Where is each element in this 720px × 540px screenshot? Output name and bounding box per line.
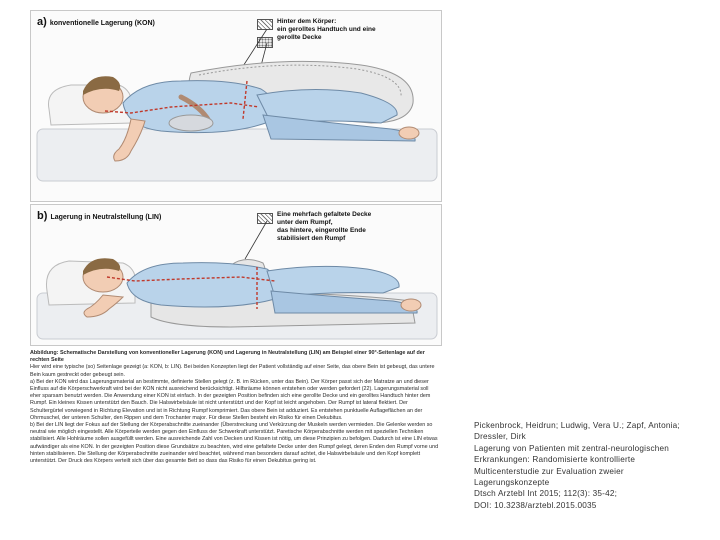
panel-b-title: Lagerung in Neutralstellung (LIN): [50, 214, 162, 221]
hatch-swatch-icon: [257, 19, 273, 30]
upper-leg-shape: [266, 265, 400, 298]
arm-shape: [83, 294, 125, 318]
caption-paragraph: Hier wird eine typische (so) Seitenlage …: [30, 364, 435, 378]
panel-b-legend-line: unter dem Rumpf,: [277, 219, 333, 226]
panel-b: b) Lagerung in Neutralstellung (LIN) Ein…: [30, 204, 442, 346]
citation-authors: Dressler, Dirk: [474, 432, 526, 442]
citation-journal: Dtsch Arztebl Int 2015; 112(3): 35-42;: [474, 489, 618, 499]
citation-doi: DOI: 10.3238/arztebl.2015.0035: [474, 500, 597, 510]
hair-shape: [83, 258, 121, 275]
hair-shape: [83, 76, 121, 95]
arm-shape: [113, 118, 146, 162]
panel-b-legend-line: das hintere, eingerollte Ende: [277, 227, 366, 234]
dots-swatch-icon: [257, 37, 273, 48]
panel-a-illustration: [36, 28, 438, 182]
foot-shape: [400, 298, 422, 312]
panel-a: a) konventionelle Lagerung (KON) Hinter …: [30, 10, 442, 202]
leader-line: [244, 220, 268, 260]
panel-b-letter: b): [37, 210, 48, 222]
caption-paragraph: a) Bei der KON wird das Lagerungsmateria…: [30, 378, 431, 421]
panel-b-label: b) Lagerung in Neutralstellung (LIN): [37, 210, 161, 222]
figure-caption: Abbildung: Schematische Darstellung von …: [30, 350, 440, 465]
lower-leg-shape: [270, 290, 418, 314]
panel-a-title: konventionelle Lagerung (KON): [49, 20, 155, 27]
panel-b-illustration: [36, 220, 438, 340]
citation-authors: Pickenbrock, Heidrun; Ludwig, Vera U.; Z…: [474, 421, 680, 430]
figure: a) konventionelle Lagerung (KON) Hinter …: [28, 4, 444, 536]
panel-b-legend-line: stabilisiert den Rumpf: [277, 235, 346, 242]
lower-leg-shape: [262, 114, 416, 142]
caption-title: Abbildung: Schematische Darstellung von …: [30, 350, 425, 364]
panel-a-legend: Hinter dem Körper: ein gerolltes Handtuc…: [277, 18, 376, 42]
citation-title: Lagerung von Patienten mit zentral-neuro…: [474, 443, 670, 453]
citation-title: Erkrankungen: Randomisierte kontrolliert…: [474, 455, 636, 465]
panel-a-legend-line: gerollte Decke: [277, 34, 322, 41]
panel-b-legend-line: Eine mehrfach gefaltete Decke: [277, 211, 372, 218]
citation-title: Lagerungskonzepte: [474, 478, 550, 488]
panel-a-legend-line: Hinter dem Körper:: [277, 18, 337, 25]
belly-pillow-shape: [168, 114, 214, 132]
panel-a-legend-line: ein gerolltes Handtuch und eine: [277, 26, 376, 33]
panel-a-label: a) konventionelle Lagerung (KON): [37, 16, 155, 28]
hatch-swatch-icon: [257, 213, 273, 224]
citation-title: Multicenterstudie zur Evaluation zweier: [474, 466, 624, 476]
foot-shape: [398, 126, 420, 140]
spine-marker-line: [104, 102, 260, 114]
spine-marker-line: [106, 276, 276, 282]
panel-b-legend: Eine mehrfach gefaltete Decke unter dem …: [277, 211, 371, 243]
torso-shape: [126, 262, 280, 308]
citation: Pickenbrock, Heidrun; Ludwig, Vera U.; Z…: [474, 420, 714, 511]
panel-a-letter: a): [37, 16, 47, 28]
hip-marker-line: [242, 80, 248, 120]
caption-paragraph: b) Bei der LIN liegt der Fokus auf der S…: [30, 422, 439, 465]
